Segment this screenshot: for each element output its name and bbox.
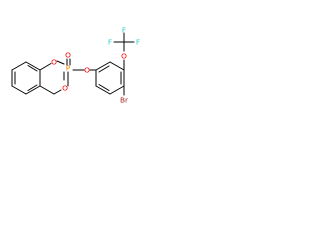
bond	[53, 89, 62, 95]
atom-oxygen: O	[121, 52, 127, 61]
structure-canvas: O P O O O O F F F Br	[0, 0, 152, 152]
atom-oxygen: O	[51, 58, 57, 67]
bond	[39, 63, 52, 71]
phosphoryl-bond	[66, 58, 71, 66]
dioxaphosphinine-ring	[39, 60, 69, 95]
atom-oxygen: O	[84, 66, 90, 75]
bond	[95, 85, 111, 95]
atom-oxygen: O	[62, 84, 68, 93]
atom-phosphorus: P	[66, 64, 71, 73]
benzo-ring	[11, 61, 41, 95]
double-bond-inner	[27, 65, 38, 72]
atom-fluorine: F	[108, 38, 112, 47]
bond	[11, 61, 27, 71]
bond	[109, 61, 125, 71]
bond	[11, 85, 27, 95]
bond	[56, 60, 65, 65]
double-bond-inner	[98, 84, 110, 91]
double-bond-inner	[27, 84, 38, 91]
bond	[39, 85, 55, 95]
bond	[109, 85, 125, 95]
atom-fluorine: F	[136, 38, 140, 47]
molecule-structure: O P O O O O F F F Br	[11, 26, 140, 105]
trifluoromethoxy-group	[113, 32, 135, 71]
bond	[25, 85, 41, 95]
bond	[25, 61, 41, 71]
atom-fluorine: F	[122, 26, 126, 35]
atom-bromine: Br	[120, 96, 129, 105]
atom-oxygen: O	[65, 51, 71, 60]
double-bond-inner	[98, 65, 110, 73]
bond	[95, 61, 111, 71]
aryl-ring	[95, 61, 125, 95]
atom-labels: O P O O O O F F F Br	[51, 26, 140, 105]
